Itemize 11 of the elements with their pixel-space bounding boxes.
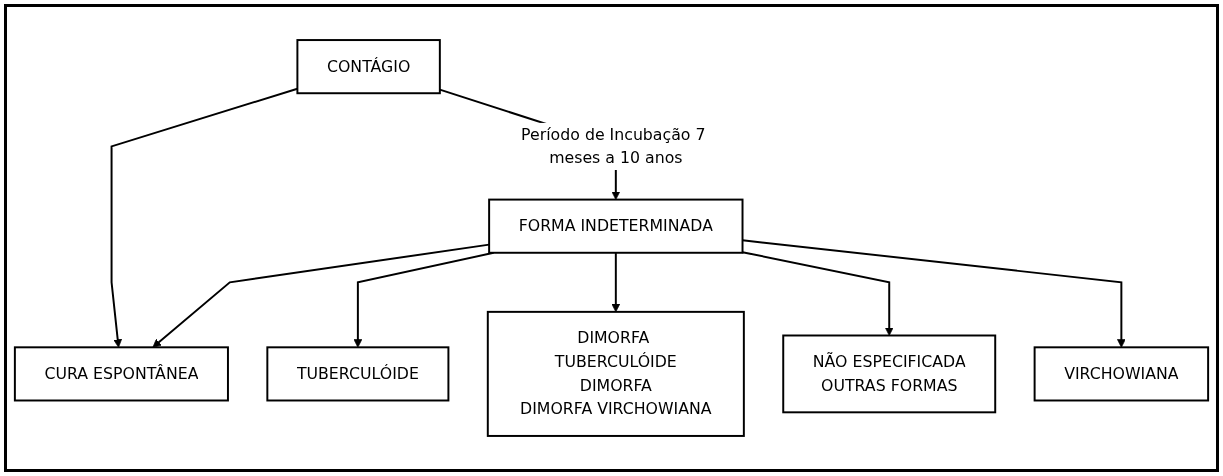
- node-box: FORMA INDETERMINADA: [488, 198, 744, 254]
- arrow: [741, 239, 1126, 348]
- node-box: CONTÁGIO: [296, 39, 441, 95]
- node-box: CURA ESPONTÂNEA: [13, 346, 229, 402]
- node-box: VIRCHOWIANA: [1033, 346, 1210, 402]
- arrow: [741, 251, 894, 336]
- node-box: TUBERCULÓIDE: [266, 346, 450, 402]
- node-box: DIMORFA TUBERCULÓIDE DIMORFA DIMORFA VIRCHOWIANA: [486, 310, 745, 437]
- node-box: NÃO ESPECIFICADA OUTRAS FORMAS: [782, 334, 997, 414]
- arrow: [611, 251, 621, 313]
- edge-label: Período de Incubação 7 meses a 10 anos: [521, 124, 706, 168]
